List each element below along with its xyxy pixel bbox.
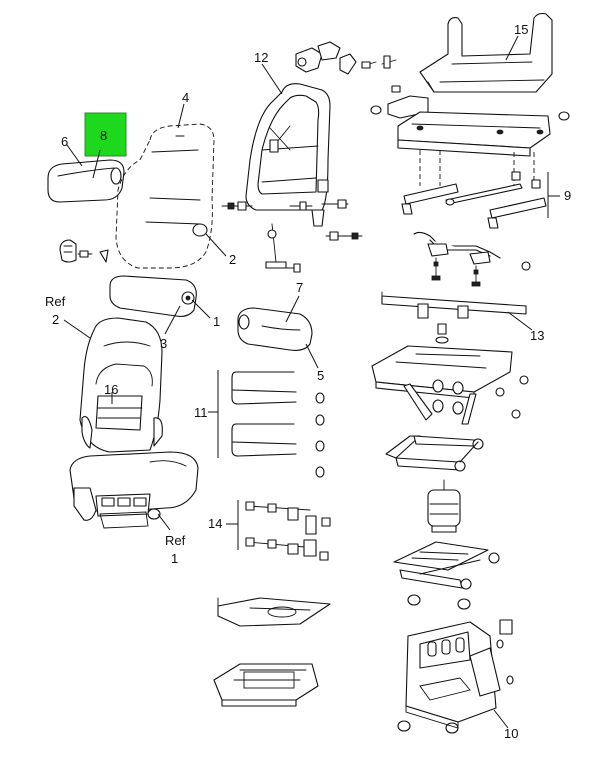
seat-slides[interactable]	[401, 171, 547, 229]
seat-slide-plate	[370, 85, 570, 186]
callout-1: 1	[213, 314, 220, 329]
callout-7: 7	[296, 280, 303, 295]
assembled-seat[interactable]	[69, 317, 199, 529]
lumbar-cushion[interactable]	[109, 275, 197, 317]
callout-3: 3	[160, 336, 167, 351]
ref-label-top: Ref	[45, 294, 66, 309]
adjuster-linkage	[413, 231, 531, 287]
scissor-links	[385, 435, 484, 472]
callout-8: 8	[100, 128, 107, 143]
callout-labels: 8 6 4 12 15 9 2 1 3 7 5 13 16 11 14 10 R…	[45, 22, 571, 741]
callout-13: 13	[530, 328, 544, 343]
seat-back-frame[interactable]	[245, 83, 331, 211]
seat-rods[interactable]	[231, 371, 325, 478]
armrest-pad[interactable]	[47, 159, 125, 203]
recliner-hardware	[295, 41, 397, 75]
adjust-knob-small	[59, 239, 109, 263]
callout-6: 6	[61, 134, 68, 149]
base-plate-lower	[213, 663, 319, 707]
callout-15: 15	[514, 22, 528, 37]
base-plate-upper	[217, 597, 331, 627]
callout-10: 10	[504, 726, 518, 741]
callout-14: 14	[208, 516, 222, 531]
frame-fasteners	[221, 199, 363, 273]
seat-back-cushion[interactable]	[115, 123, 215, 269]
callout-2: 2	[229, 252, 236, 267]
callout-8-highlight[interactable]	[84, 112, 127, 157]
callout-12: 12	[254, 50, 268, 65]
callout-5: 5	[317, 368, 324, 383]
cross-bar[interactable]	[381, 291, 527, 319]
suspension-top	[371, 323, 529, 425]
ref-number-top: 2	[52, 312, 59, 327]
callout-16: 16	[104, 382, 118, 397]
ref-label-bottom: Ref	[165, 533, 186, 548]
bolts-bushings[interactable]	[245, 501, 331, 561]
armrest-right[interactable]	[237, 307, 313, 351]
cushion-frame[interactable]	[419, 12, 553, 93]
ref-number-bottom: 1	[171, 551, 178, 566]
callout-4: 4	[182, 90, 189, 105]
lower-scissor	[393, 541, 500, 590]
callout-9: 9	[564, 188, 571, 203]
air-spring	[427, 479, 461, 533]
seat-base-riser[interactable]	[405, 621, 501, 729]
callout-11: 11	[194, 405, 208, 420]
